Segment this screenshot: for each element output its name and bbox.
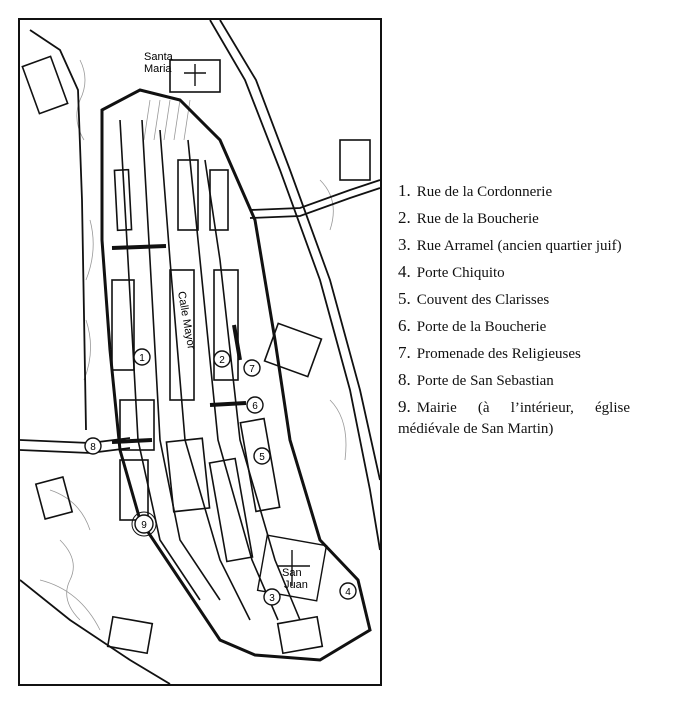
legend-item: 6.Porte de la Boucherie [398, 316, 547, 335]
svg-text:7: 7 [249, 364, 255, 375]
map-drawing: Santa Maria Calle Mayor San Juan 1 2 3 4… [20, 20, 380, 684]
legend-item: 2.Rue de la Boucherie [398, 208, 539, 227]
svg-text:5: 5 [259, 452, 265, 463]
town-map: Santa Maria Calle Mayor San Juan 1 2 3 4… [18, 18, 382, 686]
marker-2: 2 [213, 350, 231, 368]
town-wall [100, 88, 372, 662]
svg-text:3: 3 [269, 593, 275, 604]
legend-item: 5.Couvent des Clarisses [398, 289, 550, 308]
legend-item: 4.Porte Chiquito [398, 262, 505, 281]
gate-bars [111, 244, 247, 444]
marker-4: 4 [339, 582, 357, 600]
svg-text:2: 2 [219, 355, 225, 366]
church-crosses [184, 64, 328, 602]
legend-item: 9.Mairie (à l’intérieur, église médiéval… [398, 397, 630, 437]
label-santa-maria-line2: Maria [144, 63, 172, 75]
svg-text:1: 1 [139, 353, 145, 364]
marker-3: 3 [263, 588, 281, 606]
svg-text:6: 6 [252, 401, 258, 412]
svg-text:4: 4 [345, 587, 351, 598]
legend-item: 3.Rue Arramel (ancien quartier juif) [398, 235, 622, 254]
marker-7: 7 [243, 359, 261, 377]
legend-item: 1.Rue de la Cordonnerie [398, 181, 553, 200]
marker-8: 8 [84, 437, 102, 455]
map-legend: 1.Rue de la Cordonnerie 2.Rue de la Bouc… [398, 180, 630, 444]
marker-1: 1 [133, 348, 151, 366]
legend-item: 8.Porte de San Sebastian [398, 370, 554, 389]
svg-text:8: 8 [90, 442, 96, 453]
blocks [21, 55, 371, 655]
marker-9: 9 [131, 511, 157, 537]
terrain-hatching [39, 59, 347, 631]
legend-item: 7.Promenade des Religieuses [398, 343, 581, 362]
marker-6: 6 [246, 396, 264, 414]
marker-5: 5 [253, 447, 271, 465]
label-san-juan-line1: San [282, 567, 302, 579]
svg-text:9: 9 [141, 520, 147, 531]
label-santa-maria-line1: Santa [144, 51, 174, 63]
roads [20, 20, 380, 684]
label-san-juan-line2: Juan [284, 579, 308, 591]
